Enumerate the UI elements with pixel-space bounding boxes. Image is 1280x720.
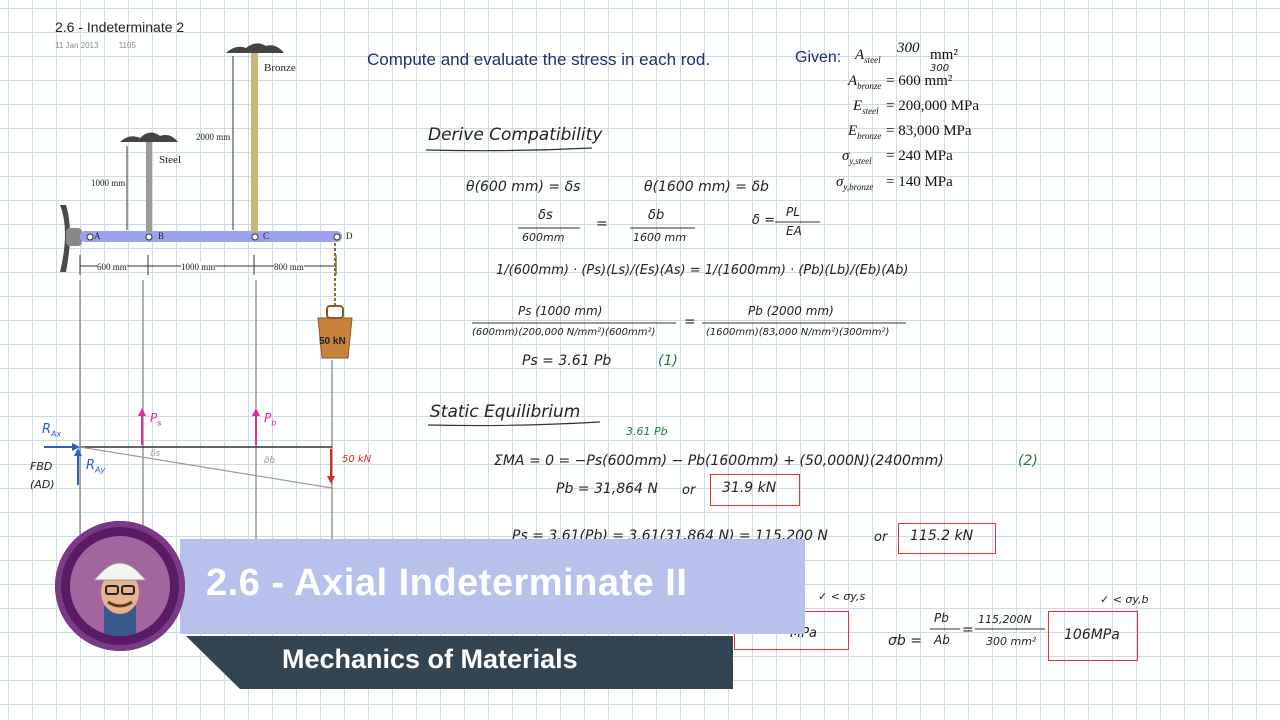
compat-eq-number: (1): [658, 353, 678, 369]
given-e-bronze: Ebronze: [848, 123, 882, 141]
statics-or-2: or: [874, 530, 888, 545]
dim-800: 800 mm: [274, 262, 304, 272]
compat-db-den: 1600 mm: [633, 231, 686, 244]
compat-num-left: Ps (1000 mm): [518, 304, 603, 318]
label-point-b: B: [158, 231, 165, 241]
compat-db-num: δb: [648, 208, 665, 223]
compat-heading: Derive Compatibility: [428, 125, 603, 145]
sigma-b: σb =: [888, 633, 922, 649]
given-sy-steel: σy,steel: [842, 148, 872, 166]
ps-answer: 115.2 kN: [910, 528, 974, 544]
sigma-b-eq: =: [962, 622, 974, 638]
statics-heading: Static Equilibrium: [430, 402, 581, 422]
sigma-b-den2: 300 mm²: [986, 635, 1037, 648]
fbd-pb: Pb: [264, 411, 277, 428]
given-e-steel-value: = 200,000 MPa: [886, 98, 980, 114]
video-title: 2.6 - Axial Indeterminate II: [206, 562, 688, 604]
sigma-b-den: Ab: [934, 633, 950, 647]
page-time: 1105: [118, 41, 136, 50]
given-a-bronze-correction: 300: [930, 63, 950, 74]
check-bronze: ✓ < σy,b: [1100, 593, 1149, 606]
compat-num-right: Pb (2000 mm): [748, 304, 834, 318]
weight-label: 50 kN: [319, 336, 346, 347]
steel-rod: [146, 142, 152, 232]
compat-line1b: θ(1600 mm) = δb: [644, 179, 769, 195]
compat-den-right: (1600mm)(83,000 N/mm²)(300mm²): [706, 327, 890, 338]
compat-delta-def: δ =: [752, 213, 775, 228]
avatar: [70, 536, 170, 636]
fbd-delta-b: δb: [264, 456, 276, 466]
title-banner: [180, 539, 805, 634]
fbd-label-ad: (AD): [30, 478, 55, 491]
fbd-deflected-beam: [79, 446, 333, 489]
statics-pb-result: Pb = 31,864 N: [556, 481, 658, 497]
bronze-stress-box: [1048, 611, 1138, 661]
fbd-load: 50 kN: [342, 454, 372, 465]
fbd-delta-s: δs: [150, 449, 161, 459]
statics-substitution: 3.61 Pb: [626, 425, 668, 438]
pb-answer-box: [710, 474, 800, 506]
bronze-rod: [251, 52, 258, 232]
bronze-ceiling: [226, 43, 284, 53]
given-e-bronze-value: = 83,000 MPa: [886, 123, 972, 139]
rigid-beam: [80, 231, 342, 242]
given-e-steel: Esteel: [853, 98, 879, 116]
statics-or-1: or: [682, 483, 696, 498]
compat-line1a: θ(600 mm) = δs: [466, 179, 581, 195]
check-steel: ✓ < σy,s: [818, 590, 866, 603]
given-label: Given:: [795, 49, 842, 66]
label-point-d: D: [346, 231, 353, 241]
sigma-b-num2: 115,200N: [978, 613, 1032, 626]
label-point-a: A: [94, 231, 101, 241]
compat-den-left: (600mm)(200,000 N/mm²)(600mm²): [472, 327, 656, 338]
dim-600: 600 mm: [97, 262, 127, 272]
page-meta: 11 Jan 2013 1105: [55, 41, 154, 50]
page-title: 2.6 - Indeterminate 2: [55, 19, 185, 35]
given-a-steel: Asteel: [855, 47, 881, 65]
statics-eq-number: (2): [1018, 453, 1038, 469]
label-bronze: Bronze: [264, 62, 296, 74]
avatar-illustration: [92, 562, 148, 636]
fbd-rax: RAx: [42, 422, 62, 439]
given-sy-bronze: σy,bronze: [836, 174, 874, 192]
given-a-steel-value: 300: [897, 40, 920, 56]
dim-1000: 1000 mm: [181, 262, 216, 272]
compat-result: Ps = 3.61 Pb: [522, 353, 612, 369]
label-point-c: C: [263, 231, 270, 241]
given-sy-bronze-value: = 140 MPa: [886, 174, 953, 190]
page-date: 11 Jan 2013: [55, 41, 99, 50]
compat-eq2: =: [684, 314, 696, 330]
pb-answer: 31.9 kN: [722, 480, 777, 496]
statics-moment-eq: ΣMA = 0 = −Ps(600mm) − Pb(1600mm) + (50,…: [494, 453, 944, 469]
fbd-ray: RAy: [86, 458, 106, 475]
compat-pl: PL: [786, 205, 800, 219]
given-a-bronze: Abronze: [848, 73, 882, 91]
fbd-label: FBD: [30, 460, 53, 473]
compat-ds-num: δs: [538, 208, 553, 223]
compat-eq: =: [596, 216, 608, 232]
label-bronze-length: 2000 mm: [196, 132, 231, 142]
wall-support: [60, 205, 70, 272]
pin-support: [66, 228, 82, 246]
label-steel: Steel: [159, 154, 181, 166]
ps-answer-box: [898, 523, 996, 554]
bronze-stress-value: 106MPa: [1064, 627, 1120, 643]
fbd-ps: Ps: [150, 411, 162, 428]
compat-line3: 1/(600mm) · (Ps)(Ls)/(Es)(As) = 1/(1600m…: [496, 263, 909, 278]
compat-ds-den: 600mm: [522, 231, 565, 244]
steel-ceiling: [120, 132, 178, 142]
compat-ea: EA: [786, 224, 802, 238]
given-sy-steel-value: = 240 MPa: [886, 148, 953, 164]
problem-prompt: Compute and evaluate the stress in each …: [367, 50, 711, 69]
given-a-bronze-value: = 600 mm²: [886, 73, 953, 89]
label-steel-length: 1000 mm: [91, 178, 126, 188]
sigma-b-num: Pb: [934, 611, 949, 625]
video-subtitle: Mechanics of Materials: [282, 644, 578, 674]
given-a-steel-unit: mm²: [930, 47, 958, 63]
